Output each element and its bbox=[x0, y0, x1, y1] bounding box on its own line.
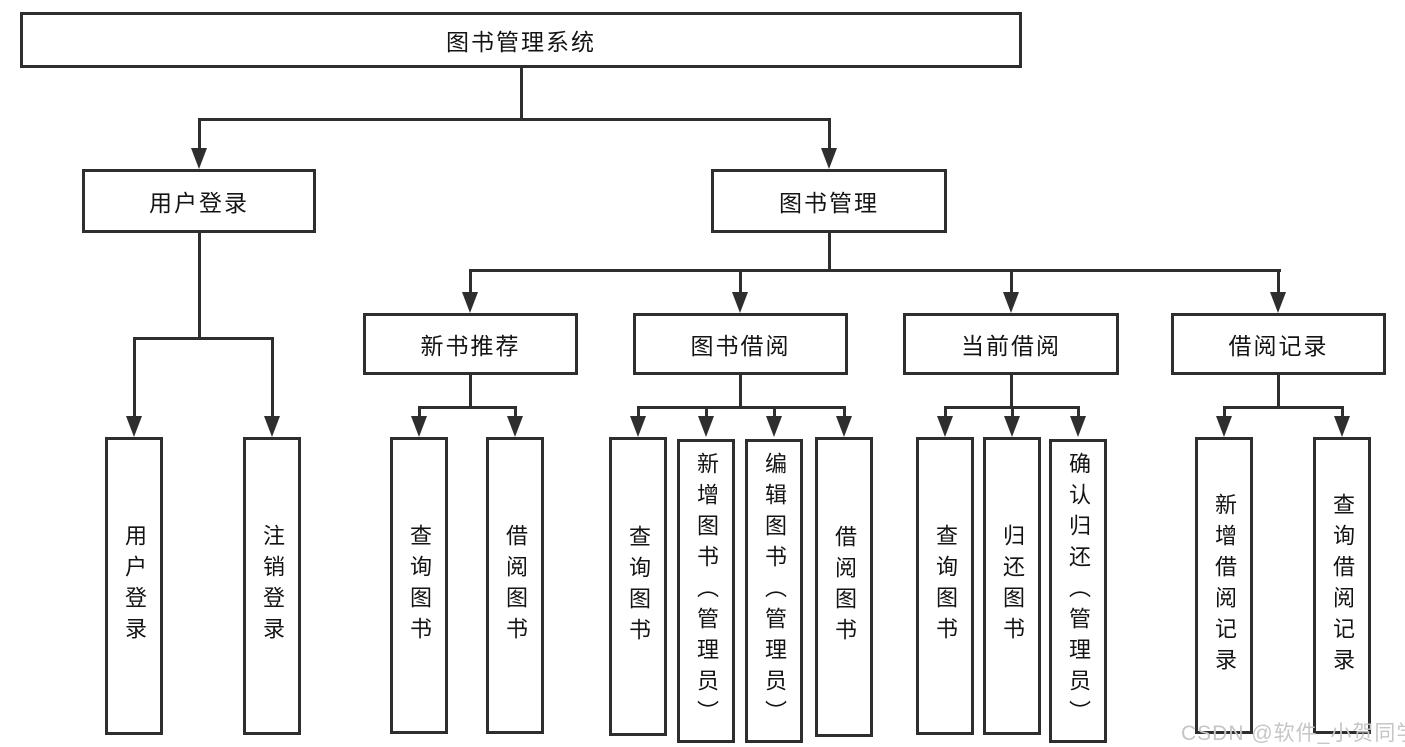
connector-drop bbox=[944, 406, 947, 419]
connector-drop bbox=[1223, 406, 1226, 419]
connector-drop bbox=[637, 406, 640, 419]
connector-user-login-stem bbox=[198, 233, 201, 339]
arrow-down-icon bbox=[630, 416, 646, 437]
csdn-watermark: CSDN @软件_小贺同学 bbox=[1181, 722, 1405, 745]
connector-drop bbox=[705, 406, 708, 419]
node-label: 图书管理 bbox=[779, 190, 879, 216]
leaf-query-books: 查询图书 bbox=[916, 437, 974, 735]
connector-drop bbox=[828, 118, 831, 150]
leaf-edit-books-admin: 编辑图书（管理员） bbox=[745, 439, 803, 743]
arrow-down-icon bbox=[1270, 292, 1286, 313]
connector-drop bbox=[418, 406, 421, 419]
node-label: 用户登录 bbox=[149, 190, 249, 216]
node-book-management: 图书管理 bbox=[711, 169, 947, 233]
arrow-down-icon bbox=[836, 416, 852, 437]
connector-stem bbox=[469, 375, 472, 409]
leaf-return-books: 归还图书 bbox=[983, 437, 1041, 735]
connector-drop bbox=[1277, 269, 1280, 295]
leaf-label: 注销登录 bbox=[260, 524, 285, 648]
leaf-label: 查询图书 bbox=[407, 523, 432, 648]
leaf-add-books-admin: 新增图书（管理员） bbox=[677, 439, 735, 743]
leaf-label: 确认归还（管理员） bbox=[1066, 451, 1091, 731]
leaf-label: 归还图书 bbox=[1000, 524, 1025, 648]
node-book-borrowing: 图书借阅 bbox=[633, 313, 848, 375]
connector-drop bbox=[198, 118, 201, 150]
node-user-login: 用户登录 bbox=[82, 169, 316, 233]
arrow-down-icon bbox=[766, 416, 782, 437]
node-label: 借阅记录 bbox=[1228, 333, 1329, 359]
node-label: 图书管理系统 bbox=[446, 29, 596, 55]
connector-stem bbox=[1277, 375, 1280, 409]
leaf-label: 编辑图书（管理员） bbox=[762, 451, 787, 731]
leaf-borrow-books: 借阅图书 bbox=[486, 437, 544, 734]
node-label: 新书推荐 bbox=[420, 333, 521, 359]
connector-drop bbox=[1077, 406, 1080, 419]
arrow-down-icon bbox=[264, 416, 280, 437]
leaf-label: 查询借阅记录 bbox=[1330, 492, 1355, 679]
arrow-down-icon bbox=[698, 416, 714, 437]
connector-drop bbox=[1011, 406, 1014, 419]
leaf-query-borrow-record: 查询借阅记录 bbox=[1313, 437, 1371, 734]
arrow-down-icon bbox=[1003, 292, 1019, 313]
node-new-book-recommendation: 新书推荐 bbox=[363, 313, 578, 375]
connector-drop bbox=[133, 337, 136, 419]
leaf-label: 新增借阅记录 bbox=[1212, 492, 1237, 679]
arrow-down-icon bbox=[1004, 416, 1020, 437]
arrow-down-icon bbox=[937, 416, 953, 437]
node-borrowing-records: 借阅记录 bbox=[1171, 313, 1386, 375]
leaf-query-books: 查询图书 bbox=[609, 437, 667, 736]
leaf-confirm-return-admin: 确认归还（管理员） bbox=[1049, 439, 1107, 743]
leaf-borrow-books: 借阅图书 bbox=[815, 437, 873, 737]
leaf-logout: 注销登录 bbox=[243, 437, 301, 735]
connector-stem bbox=[1010, 375, 1013, 409]
connector-user-login-branch bbox=[133, 337, 274, 340]
connector-drop bbox=[514, 406, 517, 419]
leaf-query-books: 查询图书 bbox=[390, 437, 448, 734]
arrow-down-icon bbox=[1216, 416, 1232, 437]
connector-drop bbox=[469, 269, 472, 295]
arrow-down-icon bbox=[411, 416, 427, 437]
leaf-label: 查询图书 bbox=[933, 524, 958, 648]
connector-level3-branch bbox=[469, 269, 1281, 272]
connector-book-management-stem bbox=[828, 233, 831, 272]
leaf-add-borrow-record: 新增借阅记录 bbox=[1195, 437, 1253, 734]
leaf-label: 新增图书（管理员） bbox=[694, 451, 719, 731]
connector-root-stem bbox=[520, 66, 523, 121]
connector-leaf-branch bbox=[418, 406, 517, 409]
connector-level1-branch bbox=[198, 118, 831, 121]
leaf-label: 用户登录 bbox=[122, 524, 147, 648]
arrow-down-icon bbox=[1334, 416, 1350, 437]
node-root-book-management-system: 图书管理系统 bbox=[20, 12, 1022, 68]
leaf-label: 借阅图书 bbox=[832, 525, 857, 649]
connector-drop bbox=[739, 269, 742, 295]
leaf-label: 查询图书 bbox=[626, 524, 651, 649]
arrow-down-icon bbox=[507, 416, 523, 437]
connector-drop bbox=[271, 337, 274, 419]
node-label: 图书借阅 bbox=[690, 333, 791, 359]
node-label: 当前借阅 bbox=[961, 333, 1061, 359]
arrow-down-icon bbox=[1070, 416, 1086, 437]
connector-drop bbox=[773, 406, 776, 419]
connector-drop bbox=[1341, 406, 1344, 419]
connector-stem bbox=[739, 375, 742, 409]
arrow-down-icon bbox=[462, 292, 478, 313]
arrow-down-icon bbox=[821, 148, 837, 169]
node-current-borrowing: 当前借阅 bbox=[903, 313, 1119, 375]
leaf-label: 借阅图书 bbox=[503, 523, 528, 648]
connector-leaf-branch bbox=[1223, 406, 1344, 409]
connector-leaf-branch bbox=[637, 406, 846, 409]
connector-drop bbox=[1010, 269, 1013, 295]
leaf-user-login: 用户登录 bbox=[105, 437, 163, 735]
arrow-down-icon bbox=[191, 148, 207, 169]
arrow-down-icon bbox=[732, 292, 748, 313]
arrow-down-icon bbox=[126, 416, 142, 437]
connector-drop bbox=[843, 406, 846, 419]
